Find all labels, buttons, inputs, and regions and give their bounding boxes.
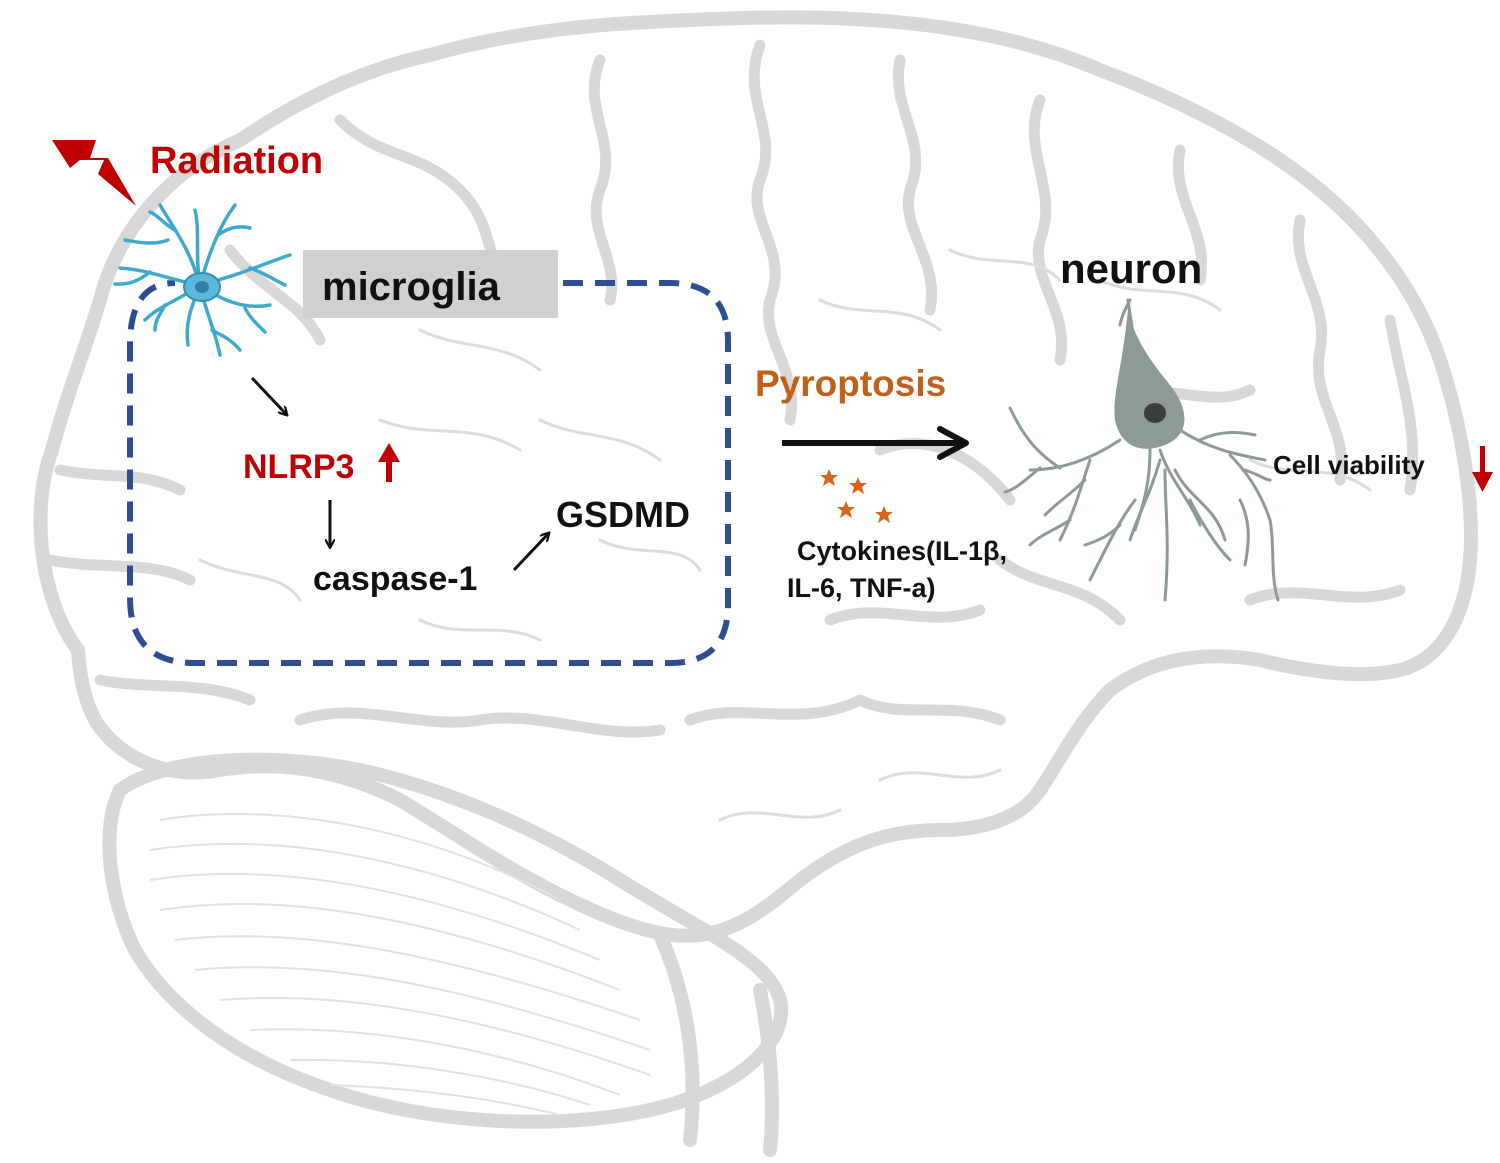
brain-fine-folds	[198, 248, 1372, 822]
nlrp3-label: NLRP3	[243, 448, 354, 486]
neuron-label: neuron	[1060, 245, 1202, 292]
cytokines-label-line1: Cytokines(IL-1β,	[797, 536, 1007, 566]
lightning-bolt-icon	[52, 140, 136, 206]
radiation-label: Radiation	[150, 140, 323, 182]
caspase-to-gsdmd-arrow	[512, 534, 548, 572]
brain-outline-icon	[33, 10, 1478, 1157]
cerebellum-texture	[149, 812, 651, 1116]
down-arrow-icon	[1472, 446, 1493, 492]
cytokine-particle-icon	[820, 469, 893, 523]
gsdmd-label: GSDMD	[556, 494, 690, 535]
microglia-label-box	[303, 250, 558, 318]
microglia-nucleus	[195, 281, 209, 293]
up-arrow-icon	[378, 443, 400, 482]
neuron-nucleus	[1144, 403, 1166, 423]
cytokines-label-line2: IL-6, TNF-a)	[787, 573, 936, 603]
neuron-cell-icon	[1003, 298, 1280, 602]
caspase-label: caspase-1	[313, 560, 477, 598]
brain-folds	[44, 39, 1419, 738]
neuron-soma	[1114, 310, 1185, 449]
microglia-pathway-box	[127, 280, 731, 666]
microglia-to-nlrp3-arrow	[250, 376, 286, 414]
pyroptosis-label: Pyroptosis	[755, 363, 946, 404]
microglia-label: microglia	[322, 265, 501, 309]
cell-viability-label: Cell viability	[1273, 450, 1425, 480]
